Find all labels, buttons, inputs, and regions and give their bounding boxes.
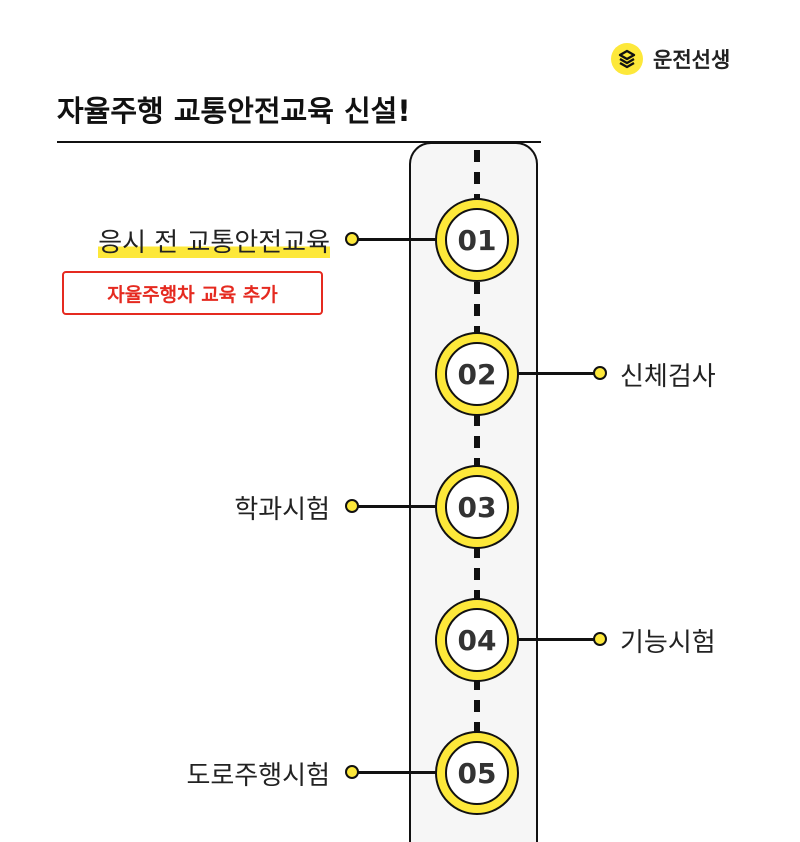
step-4-badge: 04 <box>435 598 519 682</box>
step-4-label: 기능시험 <box>620 628 716 658</box>
connector-dot <box>345 232 359 246</box>
step-number: 05 <box>445 741 509 805</box>
connector <box>358 505 438 508</box>
step-number: 04 <box>445 608 509 672</box>
step-5-label: 도로주행시험 <box>186 761 330 791</box>
step-1-badge: 01 <box>435 198 519 282</box>
connector-dot <box>593 366 607 380</box>
step-number: 01 <box>445 208 509 272</box>
brand-name: 운전선생 <box>653 48 731 72</box>
step-3-label: 학과시험 <box>234 495 330 525</box>
step-3-badge: 03 <box>435 465 519 549</box>
step-number: 03 <box>445 475 509 539</box>
connector <box>517 372 602 375</box>
step-label: 응시 전 교통안전교육 <box>98 222 330 259</box>
title-divider <box>57 141 541 143</box>
layers-icon <box>611 43 643 75</box>
brand-logo: 운전선생 <box>611 43 730 75</box>
connector <box>358 771 438 774</box>
step-2-badge: 02 <box>435 332 519 416</box>
connector <box>517 638 602 641</box>
step-number: 02 <box>445 342 509 406</box>
connector-dot <box>593 632 607 646</box>
step-1-tag: 자율주행차 교육 추가 <box>62 271 323 315</box>
step-5-badge: 05 <box>435 731 519 815</box>
step-1-label: 응시 전 교통안전교육 <box>98 228 330 258</box>
page-title: 자율주행 교통안전교육 신설! <box>57 94 411 128</box>
step-2-label: 신체검사 <box>620 362 716 392</box>
connector-dot <box>345 765 359 779</box>
connector-dot <box>345 499 359 513</box>
connector <box>358 238 438 241</box>
